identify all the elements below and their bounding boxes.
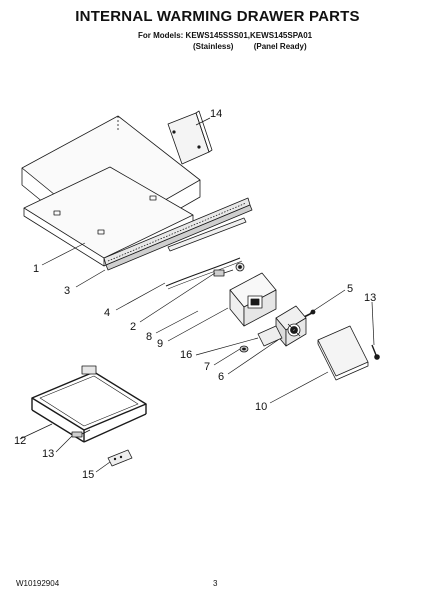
part-1-drawer-box <box>21 115 201 267</box>
callout-16: 16 <box>180 349 192 361</box>
part-6-blower <box>275 305 307 347</box>
part-2-wire <box>165 257 243 290</box>
part-3-slide-rail <box>103 197 253 271</box>
model-info: For Models: KEWS145SSS01,KEWS145SPA01 (S… <box>138 30 325 52</box>
part-15-plate <box>107 449 133 467</box>
callout-1: 1 <box>33 263 39 275</box>
variant-panel-ready: (Panel Ready) <box>253 42 307 51</box>
callout-5: 5 <box>347 283 353 295</box>
part-10-cover <box>317 325 369 381</box>
callout-2: 2 <box>130 321 136 333</box>
part-9-housing <box>229 272 277 327</box>
callout-9: 9 <box>157 338 163 350</box>
part-4-strip <box>167 217 247 252</box>
callout-6: 6 <box>218 371 224 383</box>
part-13-fastener-lower <box>71 429 91 438</box>
page-number: 3 <box>213 579 218 588</box>
callout-15: 15 <box>82 469 94 481</box>
callout-13-lower: 13 <box>42 448 54 460</box>
leader-lines <box>19 117 375 473</box>
callout-7: 7 <box>204 361 210 373</box>
page-title: INTERNAL WARMING DRAWER PARTS <box>75 8 360 25</box>
models-line: For Models: KEWS145SSS01,KEWS145SPA01 <box>138 31 313 40</box>
callout-10: 10 <box>255 401 267 413</box>
document-number: W10192904 <box>16 579 60 588</box>
part-12-rack-frame <box>31 365 147 443</box>
part-13-screw-upper <box>371 344 380 360</box>
callout-labels: 14 1 3 4 2 8 9 5 13 16 7 6 10 12 13 15 <box>14 108 376 481</box>
callout-3: 3 <box>64 285 70 297</box>
part-7-washer <box>239 345 249 353</box>
callout-12: 12 <box>14 435 26 447</box>
part-8-connector <box>213 262 245 277</box>
callout-13-upper: 13 <box>364 292 376 304</box>
callout-14: 14 <box>210 108 222 120</box>
callout-8: 8 <box>146 331 152 343</box>
part-14-bracket <box>167 110 213 165</box>
callout-4: 4 <box>104 307 110 319</box>
variant-stainless: (Stainless) <box>193 42 234 51</box>
part-16-gasket <box>257 325 283 347</box>
model-variants: (Stainless) (Panel Ready) <box>138 41 325 52</box>
